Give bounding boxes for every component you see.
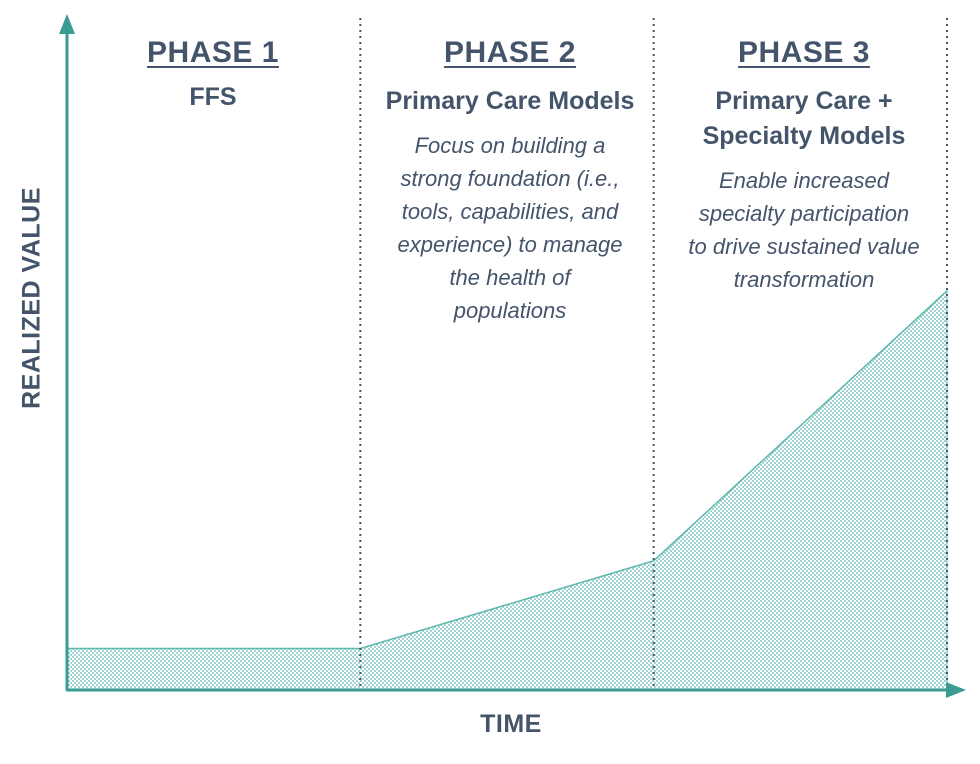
phase-3-title: PHASE 3 [738, 36, 870, 69]
description-line: strong foundation (i.e., [400, 166, 620, 191]
description-line: transformation [733, 267, 875, 292]
phase-1-column: PHASE 1 FFS [70, 36, 356, 115]
phase-1-subtitle: FFS [70, 80, 356, 115]
phase-dividers [359, 18, 948, 689]
phase-2-description: Focus on building a strong foundation (i… [358, 129, 662, 327]
phase-3-column: PHASE 3 Primary Care + Specialty Models … [662, 36, 946, 296]
phase-2-subtitle: Primary Care Models [358, 84, 662, 119]
phase-2-column: PHASE 2 Primary Care Models Focus on bui… [358, 36, 662, 327]
description-line: the health of [449, 265, 571, 290]
description-line: Focus on building a [414, 133, 606, 158]
y-axis-label: REALIZED VALUE [17, 187, 46, 409]
y-axis [59, 14, 75, 690]
phase-2-title: PHASE 2 [444, 36, 576, 69]
x-axis-label: TIME [480, 710, 542, 738]
phase-1-title: PHASE 1 [147, 36, 279, 69]
x-axis [66, 682, 966, 698]
realized-value-area [66, 289, 948, 690]
realized-value-line [67, 290, 948, 650]
y-axis-arrowhead [59, 14, 75, 34]
description-line: specialty participation [698, 201, 910, 226]
description-line: tools, capabilities, and [401, 199, 619, 224]
description-line: experience) to manage [397, 232, 623, 257]
description-line: populations [453, 298, 567, 323]
subtitle-line: Specialty Models [702, 122, 906, 150]
subtitle-line: Primary Care Models [385, 87, 635, 115]
description-line: Enable increased [718, 168, 889, 193]
description-line: to drive sustained value [688, 234, 920, 259]
x-axis-arrowhead [946, 682, 966, 698]
phase-3-description: Enable increased specialty participation… [662, 164, 946, 296]
subtitle-line: Primary Care + [715, 87, 893, 115]
subtitle-line: FFS [189, 83, 237, 111]
phase-3-subtitle: Primary Care + Specialty Models [662, 84, 946, 154]
